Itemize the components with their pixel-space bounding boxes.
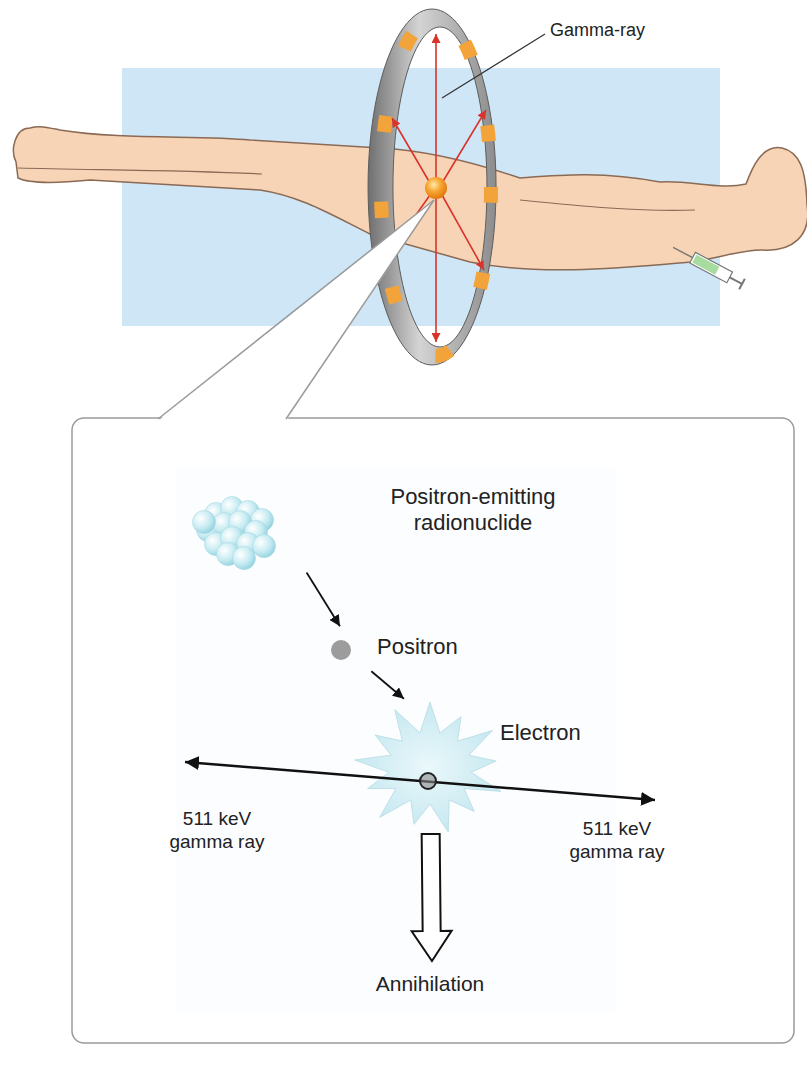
gamma-ray-label: Gamma-ray [550,20,660,42]
process-arrow [371,671,404,698]
gamma-rays [392,34,486,342]
process-arrow [412,834,452,961]
positron-dot [331,640,351,660]
callout-line [158,200,434,419]
leader-line [442,34,545,98]
annihilation-node: Annihilation [360,965,504,1005]
annihilation-source [425,177,447,199]
gamma-pair-line [185,762,655,800]
pet-ring [368,9,496,365]
node-label: Positron [377,634,481,660]
gamma-energy-label: 511 keV gamma ray [158,808,276,854]
annihilation-point [420,773,436,789]
callout-line [286,200,434,419]
detector-segments [381,18,491,356]
positron-node: Positron [325,628,485,670]
inset-glow [176,468,616,1013]
radionuclide-cluster [193,497,276,570]
node-label: Annihilation [360,971,500,996]
node-label: Electron [500,720,598,746]
electron-node: Electron [350,700,602,832]
radionuclide-node: Positron-emitting radionuclide [185,478,585,570]
gamma-energy-label: 511 keV gamma ray [558,818,676,864]
electron-burst [355,702,501,832]
process-arrow [307,573,340,627]
syringe [670,242,745,289]
leg-line [18,168,262,174]
arm-line [520,200,695,210]
callout-wedge [158,200,434,421]
node-label: Positron-emitting radionuclide [367,484,579,537]
inset-panel [72,418,794,1043]
